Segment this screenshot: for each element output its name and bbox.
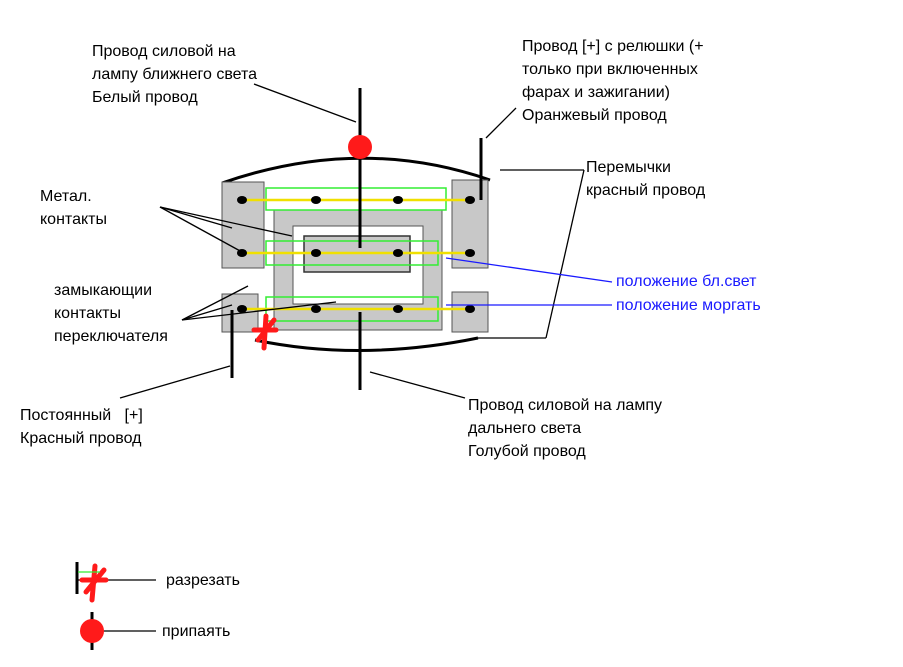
- jumpers-label: Перемычки красный провод: [586, 159, 706, 199]
- contact-dot: [237, 305, 247, 313]
- high-beam-wire-label: Провод силовой на лампу дальнего света Г…: [468, 397, 662, 460]
- contact-dot: [311, 249, 321, 257]
- flash-position-label: положение моргать: [616, 297, 761, 314]
- cut-mark: [251, 313, 279, 351]
- contact-dot: [465, 305, 475, 313]
- relay-wire-label: Провод [+] с релюшки (+ только при включ…: [522, 38, 704, 124]
- low-beam-position-label: положение бл.свет: [616, 273, 757, 290]
- low-beam-wire-label: Провод силовой на лампу ближнего света Б…: [92, 43, 258, 106]
- contact-dot: [393, 305, 403, 313]
- contact-dot: [393, 196, 403, 204]
- legend-cut-label: разрезать: [166, 572, 240, 589]
- contact-dot: [311, 196, 321, 204]
- lower-arc: [254, 336, 479, 352]
- switch-contacts-label: замыкающии контакты переключателя: [54, 282, 168, 345]
- contact-dot: [393, 249, 403, 257]
- constant-plus-label: Постоянный [+] Красный провод: [20, 407, 143, 447]
- contact-dot: [465, 249, 475, 257]
- upper-arc: [221, 156, 491, 185]
- legend-solder-label: припаять: [162, 623, 231, 640]
- contact-dot: [465, 196, 475, 204]
- leader-lines: [119, 83, 585, 399]
- contact-dot: [237, 196, 247, 204]
- metal-contacts-label: Метал. контакты: [40, 188, 107, 228]
- blue-leader-lines: [445, 257, 613, 306]
- contact-dots: [237, 196, 475, 313]
- legend-solder-symbol: [80, 612, 156, 650]
- legend-cut-symbol: [75, 562, 156, 603]
- solder-point: [348, 135, 372, 159]
- contact-dot: [311, 305, 321, 313]
